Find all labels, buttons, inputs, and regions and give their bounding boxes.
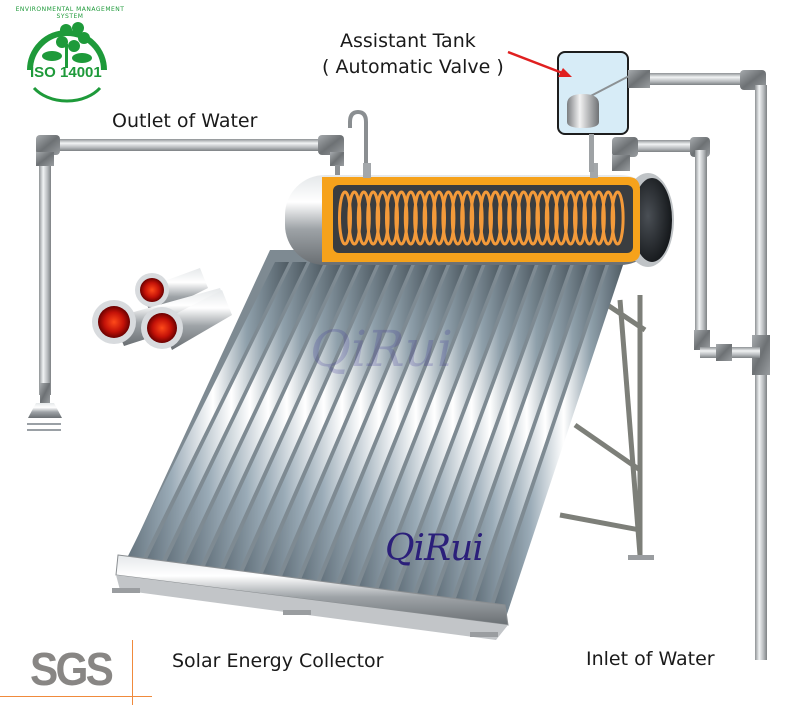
pointer-arrow: [507, 50, 572, 77]
qirui-brand-logo: QiRui: [385, 528, 484, 569]
iso-arc-text: ENVIRONMENTAL MANAGEMENT SYSTEM: [15, 6, 125, 20]
sgs-text: SGS: [30, 643, 114, 695]
solar-energy-collector-label: Solar Energy Collector: [172, 650, 384, 672]
outlet-of-water-label: Outlet of Water: [112, 110, 258, 132]
assistant-tank-label: Assistant Tank: [340, 30, 476, 52]
sgs-vertical-line: [132, 640, 133, 705]
tube-inset-illustration: [92, 268, 232, 350]
sgs-logo: SGS: [0, 640, 155, 705]
bottom-rail: [112, 554, 654, 640]
iso-code: ISO 14001: [30, 64, 102, 81]
qirui-watermark: QiRui: [310, 320, 453, 378]
sgs-horizontal-line: [0, 696, 152, 697]
automatic-valve-label: ( Automatic Valve ): [322, 56, 504, 78]
inlet-pipe: [612, 70, 770, 660]
assistant-tank: [557, 51, 632, 172]
water-storage-tank: [285, 163, 674, 267]
inlet-of-water-label: Inlet of Water: [586, 648, 715, 670]
vacuum-tubes: [120, 250, 625, 620]
iso-14001-logo: [27, 22, 107, 103]
vent-pipe: [348, 109, 368, 185]
